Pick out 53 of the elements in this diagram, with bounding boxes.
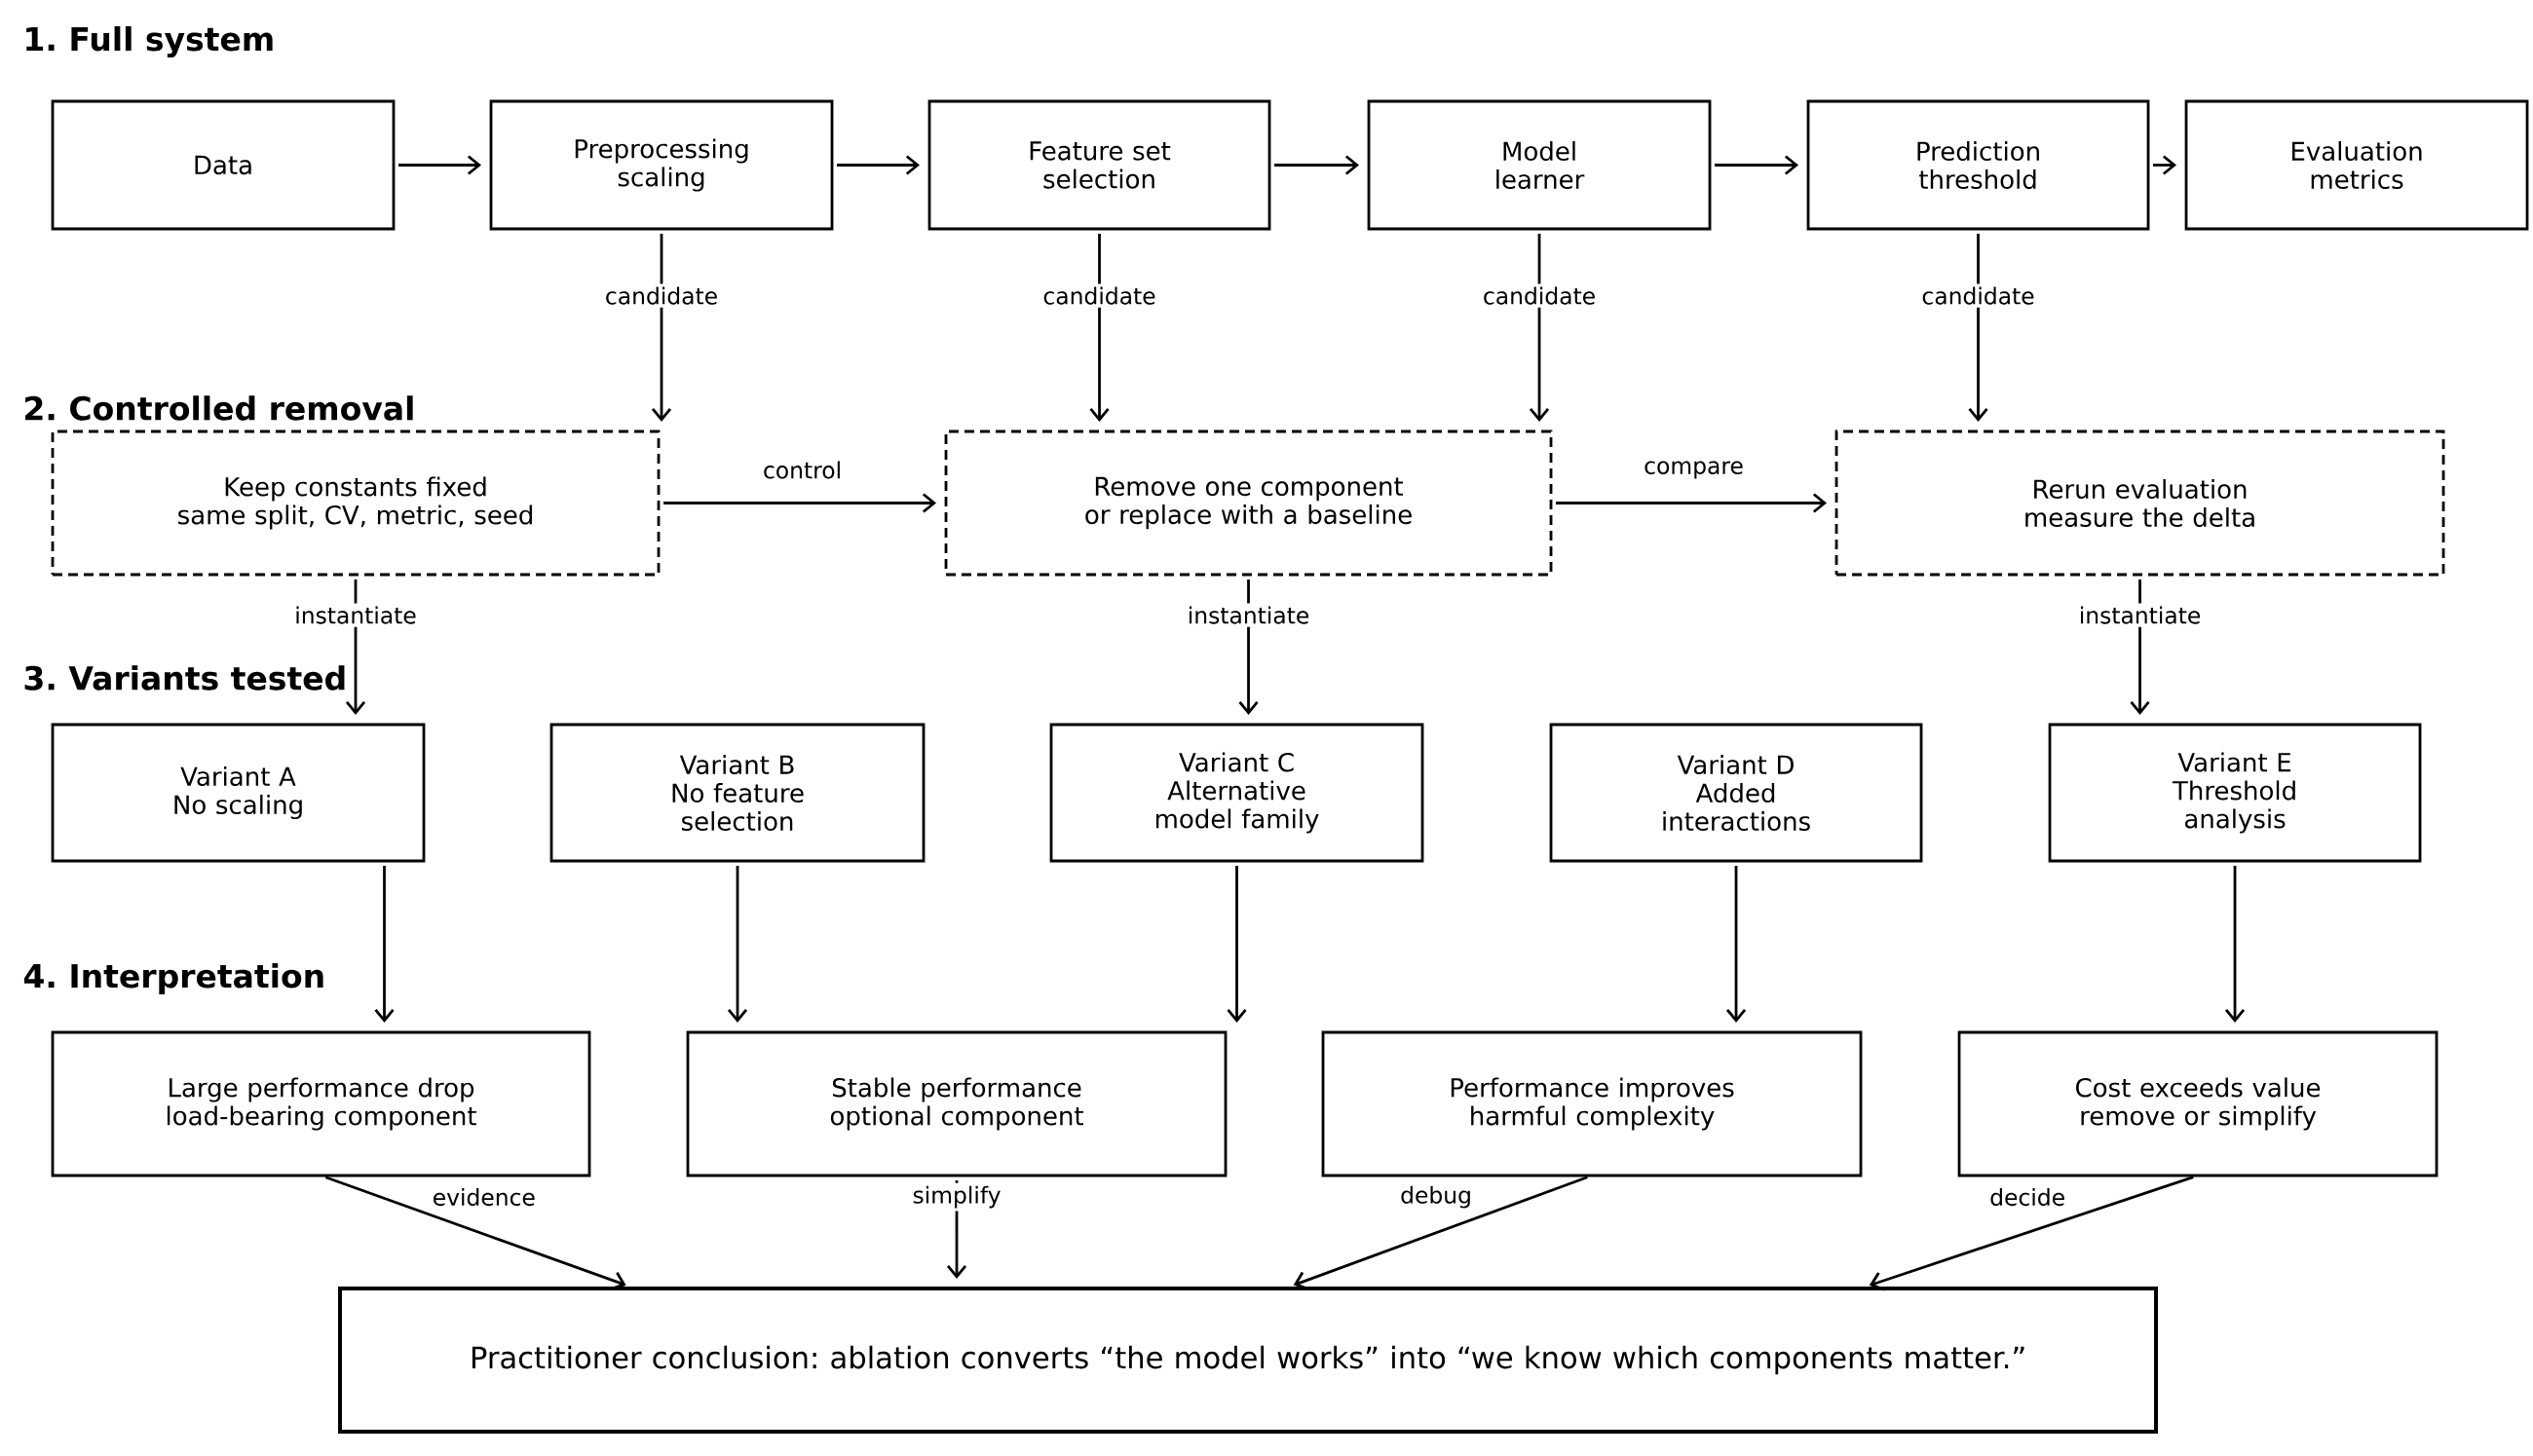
edge-label: candidate: [1918, 283, 2038, 308]
edge-label: candidate: [1040, 283, 1159, 308]
variant-box: Variant B No feature selection: [549, 723, 926, 863]
section-heading: 1. Full system: [26, 25, 273, 58]
arrow: [1556, 493, 1828, 513]
edge-label: instantiate: [2075, 603, 2205, 627]
process-box: Preprocessing scaling: [489, 99, 834, 231]
variant-box: Variant C Alternative model family: [1049, 723, 1424, 863]
outcome-box: Large performance drop load-bearing component: [51, 1030, 591, 1177]
arrow: [345, 579, 366, 715]
conclusion-box: Practitioner conclusion: ablation converts “the model works” into “we know which components matter.”: [338, 1287, 2159, 1434]
arrow: [1715, 155, 1798, 175]
arrow: [663, 493, 937, 513]
step-box: Rerun evaluation measure the delta: [1834, 429, 2445, 577]
process-box: Model learner: [1367, 99, 1712, 231]
arrow: [1529, 234, 1550, 422]
process-box: Evaluation metrics: [2184, 99, 2529, 231]
edge-label: compare: [1641, 458, 1747, 482]
arrow: [727, 866, 748, 1023]
arrow: [2153, 155, 2176, 175]
process-box: Data: [51, 99, 396, 231]
edge-label: control: [759, 458, 846, 482]
outcome-box: Stable performance optional component: [686, 1030, 1228, 1177]
step-box: Remove one component or replace with a baseline: [944, 429, 1553, 577]
edge-label: evidence: [429, 1185, 539, 1210]
arrow: [651, 234, 672, 422]
edge-label: simplify: [909, 1182, 1004, 1212]
variant-box: Variant A No scaling: [51, 723, 426, 863]
arrow: [1089, 234, 1110, 422]
edge-label: instantiate: [1184, 603, 1313, 627]
arrow: [1869, 1176, 2194, 1291]
arrow: [1227, 866, 1247, 1023]
arrow: [398, 155, 481, 175]
process-box: Feature set selection: [927, 99, 1271, 231]
process-box: Prediction threshold: [1806, 99, 2150, 231]
edge-label: debug: [1397, 1182, 1475, 1212]
arrow: [837, 155, 920, 175]
section-heading: 3. Variants tested: [24, 665, 345, 691]
step-box: Keep constants fixed same split, CV, metric, seed: [51, 429, 661, 577]
edge-label: candidate: [601, 283, 722, 308]
edge-label: candidate: [1479, 283, 1600, 308]
variant-box: Variant E Threshold analysis: [2048, 723, 2422, 863]
section-heading: 4. Interpretation: [23, 963, 323, 994]
arrow: [1274, 155, 1360, 175]
edge-label: instantiate: [291, 603, 420, 627]
arrow: [1725, 866, 1747, 1023]
outcome-box: Cost exceeds value remove or simplify: [1957, 1030, 2438, 1177]
variant-box: Variant D Added interactions: [1549, 723, 1923, 863]
outcome-box: Performance improves harmful complexity: [1321, 1030, 1863, 1177]
edge-label: decide: [1986, 1185, 2069, 1210]
arrow: [1968, 234, 1988, 422]
arrow: [2224, 866, 2246, 1023]
arrow: [374, 866, 395, 1023]
